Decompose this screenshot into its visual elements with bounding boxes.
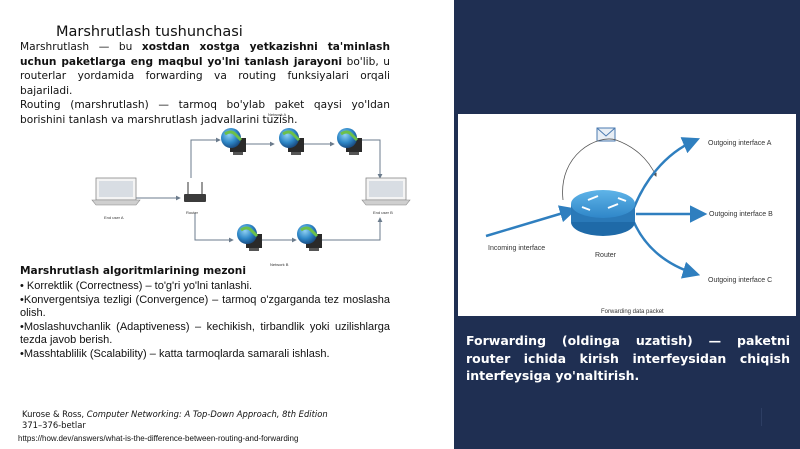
router-fig-label: Router bbox=[595, 252, 617, 259]
out-b-label: Outgoing interface B bbox=[709, 211, 773, 218]
slide-title: Marshrutlash tushunchasi bbox=[56, 24, 243, 40]
network-b-node-1-icon bbox=[237, 224, 262, 251]
reference-authors: Kurose & Ross, bbox=[22, 409, 87, 419]
left-column: Marshrutlash tushunchasi Marshrutlash — … bbox=[18, 24, 411, 443]
criteria-item-convergence: •Konvergentsiya tezligi (Convergence) – … bbox=[20, 293, 390, 320]
wireless-router-icon bbox=[184, 182, 206, 202]
source-url[interactable]: https://how.dev/answers/what-is-the-diff… bbox=[18, 434, 299, 443]
network-b-label: Network B bbox=[270, 262, 289, 267]
out-c-label: Outgoing interface C bbox=[708, 277, 772, 284]
end-user-b-label: End user B bbox=[373, 210, 393, 215]
network-a-node-3-icon bbox=[337, 128, 362, 155]
routing-definition: Routing (marshrutlash) — tarmoq bo'ylab … bbox=[20, 99, 390, 126]
criteria-list: • Korrektlik (Correctness) – to'g'ri yo'… bbox=[20, 280, 390, 361]
forwarding-definition: Forwarding (oldinga uzatish) — paketni r… bbox=[466, 333, 790, 383]
out-a-label: Outgoing interface A bbox=[708, 140, 772, 147]
forwarding-diagram: Outgoing interface A Outgoing interface … bbox=[485, 127, 773, 315]
reference-pages: 371–376-betlar bbox=[22, 420, 86, 431]
divider-line bbox=[761, 408, 762, 426]
router-icon bbox=[571, 190, 635, 236]
end-user-a-label: End user A bbox=[104, 215, 124, 220]
incoming-label: Incoming interface bbox=[488, 245, 545, 252]
criteria-item-adaptiveness: •Moslashuvchanlik (Adaptiveness) – kechi… bbox=[20, 320, 390, 347]
routing-diagram: End user A End user B Router Network A N… bbox=[91, 112, 411, 267]
intro-post: bo'lib, u routerlar yordamida forwarding… bbox=[20, 55, 390, 97]
forwarding-figure: Outgoing interface A Outgoing interface … bbox=[458, 114, 796, 316]
network-a-label: Network A bbox=[268, 112, 287, 117]
reference: Kurose & Ross, Computer Networking: A To… bbox=[22, 409, 328, 431]
network-a-node-1-icon bbox=[221, 128, 246, 155]
intro-text: Marshrutlash — bu xostdan xostga yetkazi… bbox=[20, 40, 390, 128]
network-a-node-2-icon bbox=[279, 128, 304, 155]
router-label: Router bbox=[186, 210, 199, 215]
laptop-b-icon bbox=[361, 177, 411, 206]
intro-pre: Marshrutlash — bu bbox=[20, 41, 142, 53]
intro-bold: xostdan xostga yetkazishni ta'minlash uc… bbox=[20, 41, 390, 68]
reference-book: Computer Networking: A Top-Down Approach… bbox=[86, 409, 328, 419]
network-b-node-2-icon bbox=[297, 224, 322, 251]
criteria-item-correctness: • Korrektlik (Correctness) – to'g'ri yo'… bbox=[20, 280, 253, 292]
figure-caption: Forwarding data packet bbox=[601, 309, 664, 315]
criteria-title: Marshrutlash algoritmlarining mezoni bbox=[20, 265, 246, 277]
envelope-icon bbox=[596, 127, 616, 142]
laptop-a-icon bbox=[91, 177, 141, 206]
criteria-item-scalability: •Masshtablilik (Scalability) – katta tar… bbox=[20, 347, 330, 360]
right-panel: Outgoing interface A Outgoing interface … bbox=[454, 0, 800, 449]
